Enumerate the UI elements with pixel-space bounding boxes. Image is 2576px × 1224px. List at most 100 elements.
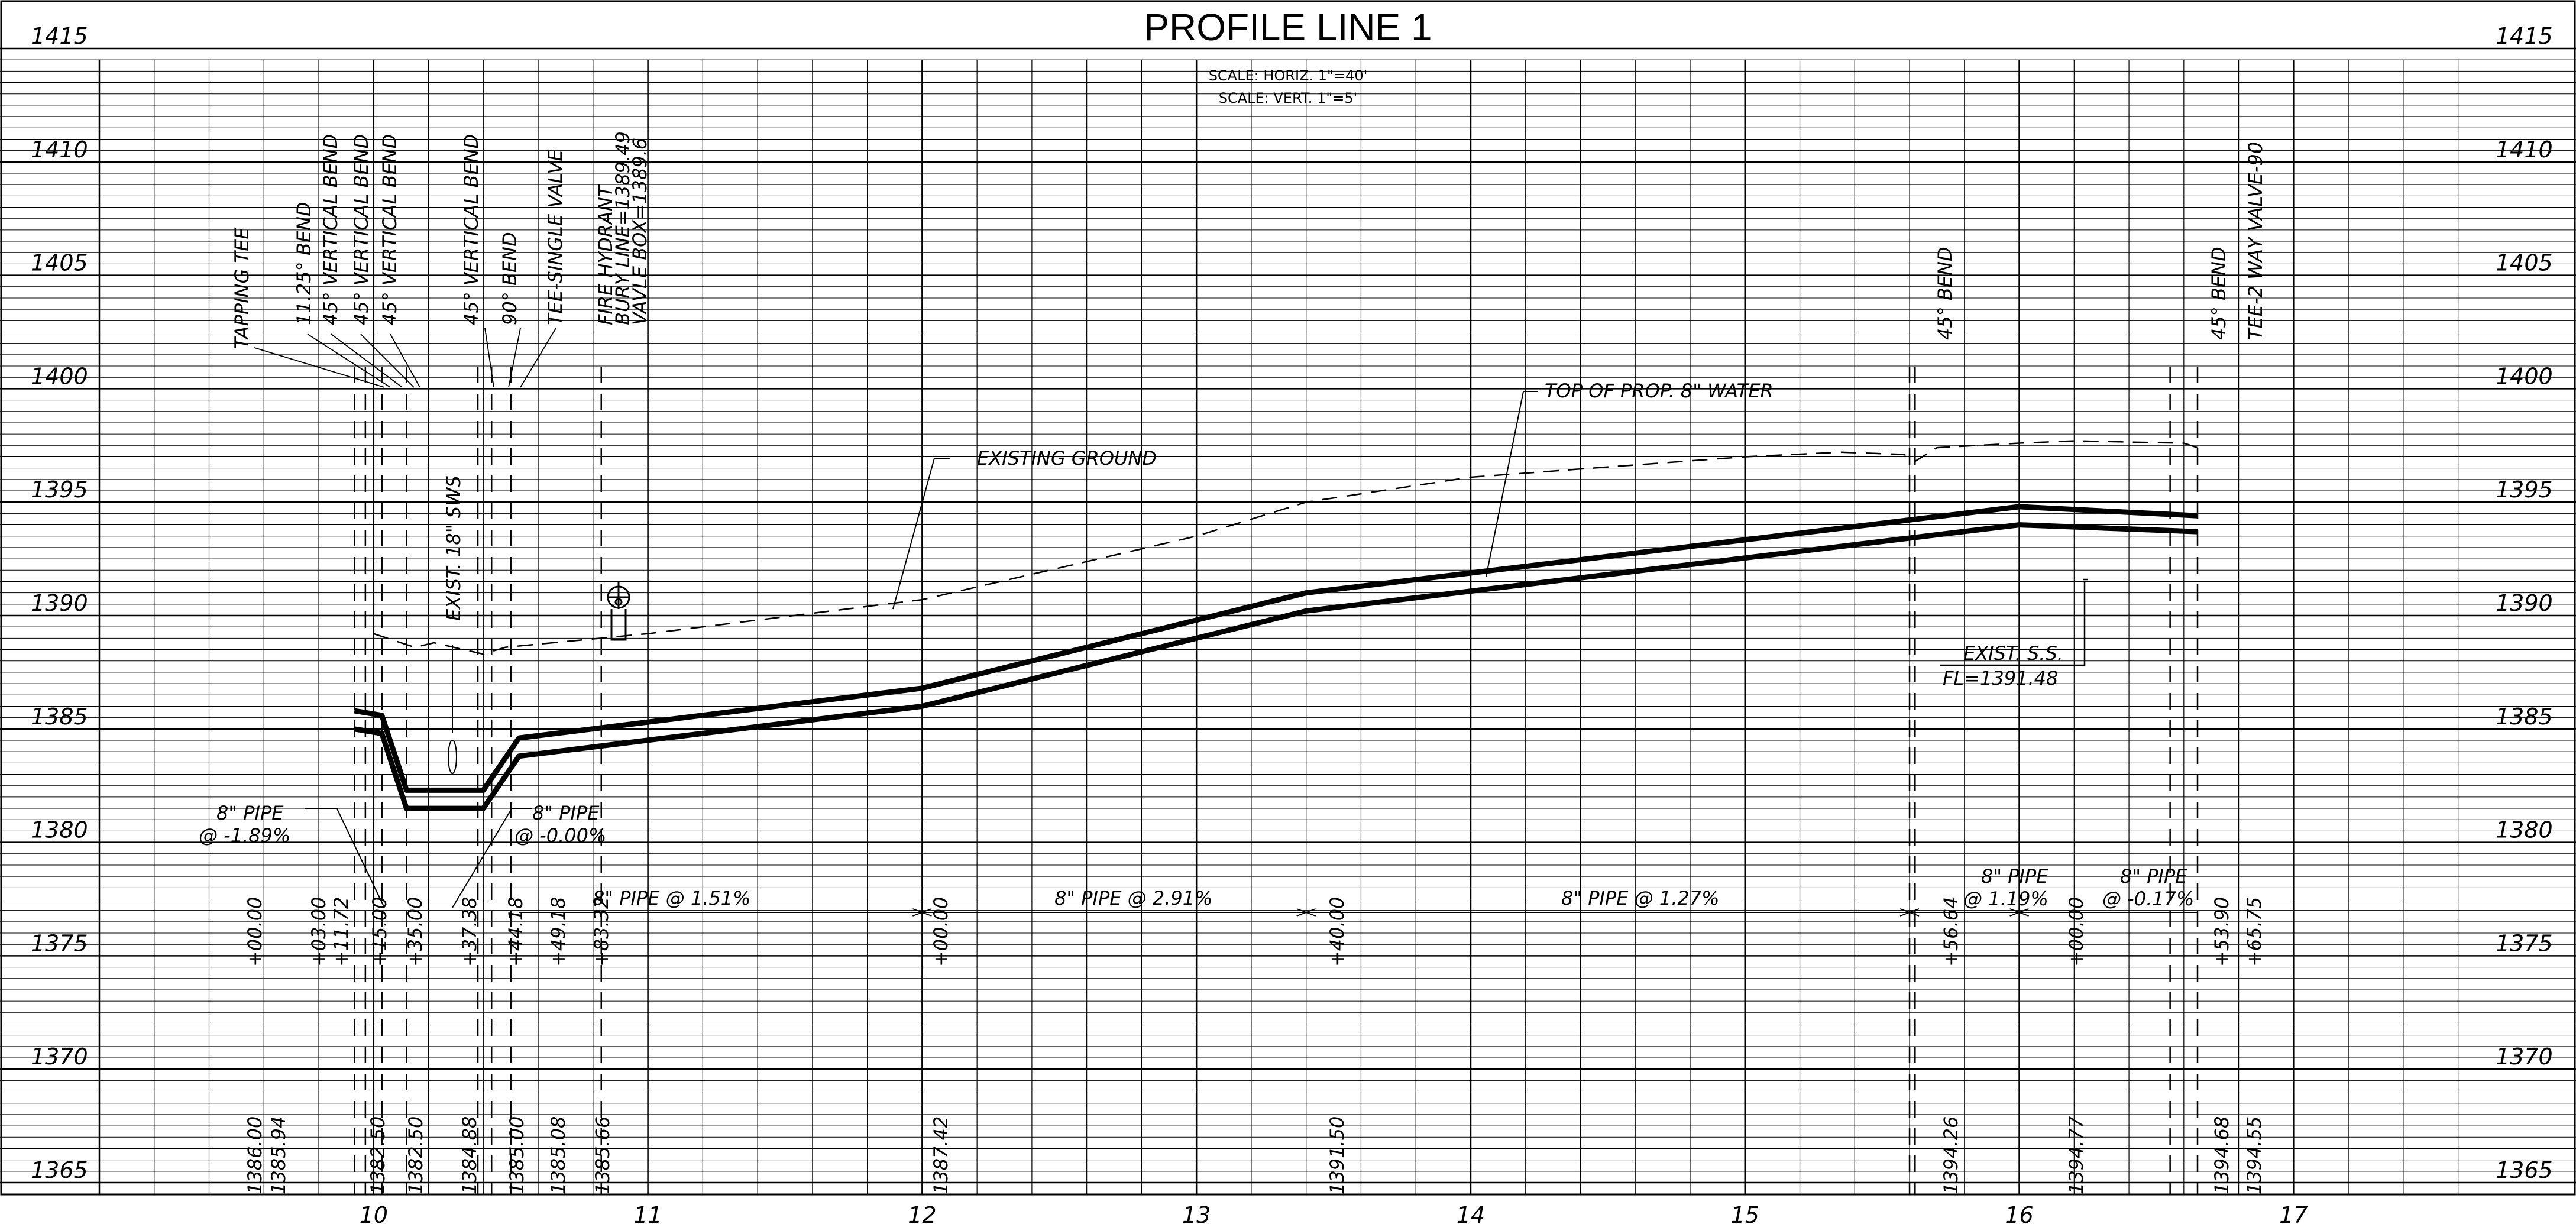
station-number: +44.18: [504, 897, 527, 967]
pipe-elevation: 1387.42: [930, 1116, 952, 1194]
fitting-station-lines: [354, 367, 2199, 1194]
profile-lines: [354, 440, 2198, 811]
fitting-label: VAVLE BOX=1389.6: [629, 138, 651, 325]
station-axis-label: 12: [908, 1202, 936, 1224]
elevation-label-left: 1365: [31, 1157, 88, 1183]
vertical-scale: SCALE: VERT. 1"=5': [1219, 90, 1358, 106]
elevation-label-right: 1365: [2496, 1157, 2553, 1183]
elevation-label-left: 1385: [31, 704, 88, 730]
pipe-grade: @ -0.00%: [514, 824, 606, 847]
pipe-label: 8" PIPE @ 2.91%: [1054, 887, 1213, 909]
pipe-label: 8" PIPE @ 1.51%: [593, 887, 751, 909]
sanitary-sewer-leader: [1940, 578, 2088, 666]
station-number: +00.00: [2065, 897, 2088, 967]
pipe-elevation: 1394.68: [2211, 1116, 2233, 1194]
station-labels: +00.00 +03.00+11.72 +15.00 +35.00 +37.38 +44.…: [244, 897, 2266, 967]
station-number: +00.00: [244, 897, 266, 967]
elevation-label-right: 1390: [2496, 590, 2553, 616]
station-axis-label: 16: [2005, 1202, 2033, 1224]
pipe-grade-labels: 8" PIPE@ -1.89%8" PIPE@ -0.00%8" PIPE @ …: [199, 802, 2194, 910]
existing-ground-line: [373, 440, 2198, 655]
station-axis-label: 14: [1457, 1202, 1485, 1224]
pipe-elevation: 1385.66: [591, 1116, 614, 1194]
station-number: +00.00: [930, 897, 952, 967]
elevation-label-left: 1415: [31, 23, 88, 49]
pipe-dimension-line: [519, 908, 2198, 917]
sheet-border: [0, 0, 2576, 1196]
pipe-grade: @ 1.19%: [1963, 888, 2048, 910]
pipe-elevation: 1391.50: [1326, 1116, 1348, 1194]
fitting-leader: [390, 333, 420, 388]
pipe-label: 8" PIPE: [1981, 865, 2048, 888]
fire-hydrant-symbol: [607, 582, 630, 641]
fitting-label: TEE-2 WAY VALVE-90: [2244, 142, 2267, 340]
station-number: +49.18: [547, 897, 569, 967]
dimension-arrow: [2009, 908, 2029, 917]
annotation-leaders: [305, 391, 1538, 908]
elevation-label-left: 1370: [31, 1044, 88, 1070]
elevation-label-right: 1400: [2496, 363, 2553, 389]
water-main-line: [354, 522, 2198, 811]
fitting-leader: [508, 328, 521, 388]
fitting-leader: [254, 347, 385, 388]
fitting-leader: [331, 333, 403, 388]
horizontal-scale: SCALE: HORIZ. 1"=40': [1209, 67, 1368, 84]
storm-sewer-ellipse: [448, 645, 457, 774]
station-number: +03.00: [308, 897, 330, 967]
pipe-elevation: 1394.77: [2065, 1116, 2088, 1194]
pipe-label: 8" PIPE @ 1.27%: [1561, 887, 1720, 909]
storm-sewer-label: EXIST. 18" SWS: [442, 475, 465, 621]
station-axis-label: 13: [1182, 1202, 1211, 1224]
fitting-label: TEE-SINGLE VALVE: [544, 149, 567, 325]
fitting-leader: [520, 328, 556, 388]
pipe-elevation: 1382.50: [404, 1116, 427, 1194]
fitting-label: 45° VERTICAL BEND: [378, 134, 401, 325]
pipe-label: 8" PIPE: [2120, 865, 2187, 888]
elevation-label-right: 1370: [2496, 1044, 2553, 1070]
elevation-label-right: 1395: [2496, 477, 2553, 503]
pipe-elevation: 1385.00: [506, 1116, 528, 1194]
major-grid: [0, 47, 2576, 1194]
station-axis-label: 11: [633, 1202, 662, 1224]
pipe-label: 8" PIPE: [216, 802, 284, 824]
station-number: +53.90: [2211, 897, 2233, 967]
dimension-arrow: [1296, 908, 1316, 917]
fitting-leader: [484, 328, 494, 388]
pipe-elevation: 1384.88: [458, 1116, 481, 1194]
station-number: +83.32: [590, 897, 613, 967]
fitting-label: 45° VERTICAL BEND: [350, 134, 373, 325]
station-number: +15.00: [368, 897, 391, 967]
elevation-label-right: 1410: [2496, 137, 2553, 163]
elevation-label-right: 1375: [2496, 930, 2553, 956]
pipe-elevation: 1394.55: [2243, 1116, 2266, 1194]
station-number: +35.00: [404, 897, 426, 967]
station-number: +11.72: [330, 897, 352, 967]
station-number: +37.38: [458, 897, 481, 967]
pipe-label: 8" PIPE: [532, 802, 600, 824]
elevation-label-left: 1375: [31, 930, 88, 956]
elevation-label-right: 1380: [2496, 817, 2553, 843]
station-axis-label: 10: [360, 1202, 388, 1224]
elevation-label-left: 1390: [31, 590, 88, 616]
elevation-label-left: 1400: [31, 363, 88, 389]
fitting-label: 45° VERTICAL BEND: [460, 134, 483, 325]
fitting-label: 90° BEND: [499, 232, 521, 325]
fitting-label: TAPPING TEE: [231, 227, 253, 349]
fitting-leader: [307, 333, 391, 388]
elevation-label-left: 1410: [31, 137, 88, 163]
elevation-label-right: 1385: [2496, 704, 2553, 730]
fitting-label: 11.25° BEND: [293, 202, 315, 325]
profile-title: PROFILE LINE 1: [1144, 6, 1432, 48]
station-axis-label: 17: [2279, 1202, 2308, 1224]
pipe-elevation: 1394.26: [1940, 1116, 1962, 1194]
water-main-line: [354, 504, 2198, 793]
pipe-elevation: 1385.94: [267, 1116, 290, 1194]
elevation-label-right: 1415: [2496, 23, 2553, 49]
station-number: +65.75: [2243, 897, 2266, 967]
station-number: +40.00: [1326, 897, 1348, 967]
